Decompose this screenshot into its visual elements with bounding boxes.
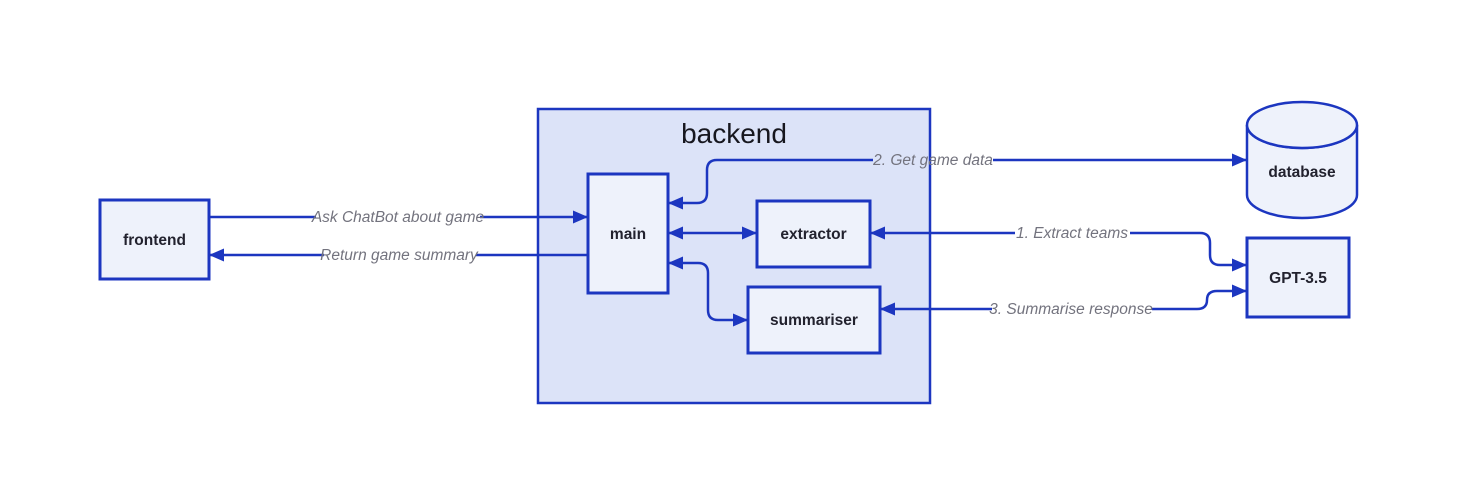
edge-label-extract-teams: 1. Extract teams: [1016, 225, 1128, 242]
edge-label-ask-chatbot: Ask ChatBot about game: [311, 209, 485, 226]
summariser-box: [746, 285, 882, 355]
extractor-label: extractor: [780, 226, 846, 243]
frontend-box: [98, 198, 211, 281]
gpt-box: [1245, 236, 1351, 319]
edge-main-summariser: [668, 256, 748, 327]
node-main: main: [586, 172, 670, 295]
edge-get-game-data: [668, 160, 1247, 203]
main-label: main: [610, 226, 646, 243]
summariser-label: summariser: [770, 312, 858, 329]
database-label: database: [1268, 164, 1336, 181]
edge-label-summarise-response: 3. Summarise response: [989, 301, 1153, 318]
frontend-label: frontend: [123, 232, 186, 249]
gpt-label: GPT-3.5: [1269, 270, 1327, 287]
edge-extract-teams: [870, 233, 1247, 265]
edge-summarise-response: [880, 291, 1247, 309]
edge-label-return-summary: Return game summary: [320, 247, 479, 264]
node-extractor: extractor: [755, 199, 872, 269]
node-frontend: frontend: [98, 198, 211, 281]
edge-label-get-game-data: 2. Get game data: [872, 152, 993, 169]
backend-title: backend: [681, 118, 787, 149]
extractor-box: [755, 199, 872, 269]
node-summariser: summariser: [746, 285, 882, 355]
node-gpt: GPT-3.5: [1245, 236, 1351, 319]
main-box: [586, 172, 670, 295]
database-cylinder-top: [1245, 100, 1359, 150]
node-database: database: [1245, 100, 1359, 220]
